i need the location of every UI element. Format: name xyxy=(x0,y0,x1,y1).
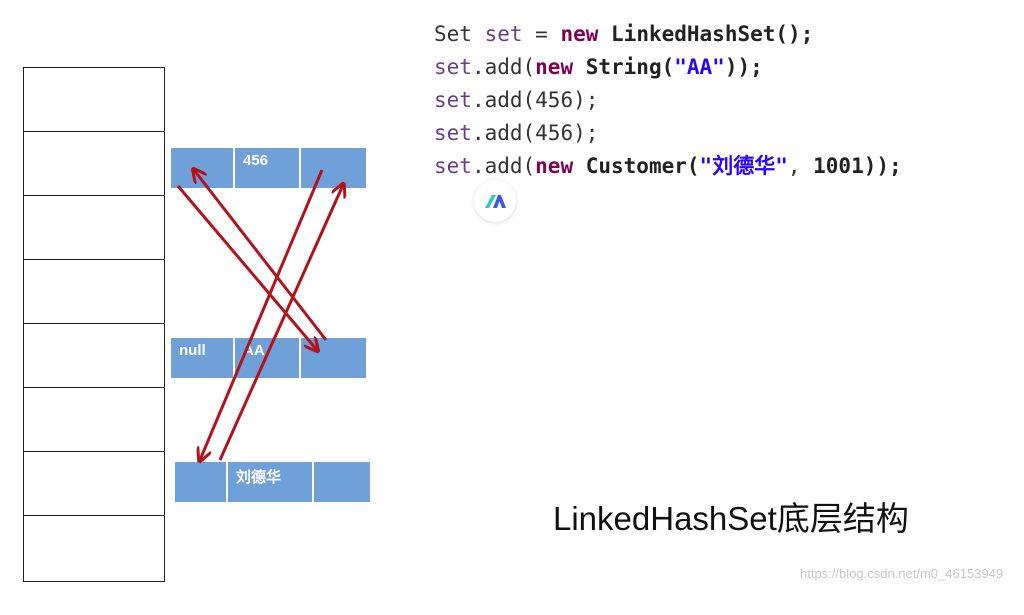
code-line: set.add(456); xyxy=(434,84,902,117)
table-slot xyxy=(24,132,164,196)
code-token: set xyxy=(434,55,472,79)
assistant-icon xyxy=(485,195,506,208)
table-slot xyxy=(24,388,164,452)
code-token: )); xyxy=(724,55,763,79)
code-token: ( xyxy=(661,55,675,79)
code-token: String xyxy=(585,55,662,79)
code-token: new xyxy=(535,154,586,178)
code-token: ( xyxy=(686,154,700,178)
code-token: set xyxy=(434,121,472,145)
code-line: set.add(new Customer("刘德华", 1001)); xyxy=(434,150,902,183)
code-line: set.add(new String("AA")); xyxy=(434,51,902,84)
code-token: )); xyxy=(863,154,902,178)
arrow-aa-to-liudehua xyxy=(200,169,324,460)
table-slot xyxy=(24,260,164,324)
code-token: (); xyxy=(775,22,814,46)
hash-table xyxy=(23,67,165,582)
code-token: set xyxy=(434,154,472,178)
code-token: LinkedHashSet xyxy=(611,22,776,46)
node-after-cell xyxy=(314,462,370,502)
table-slot xyxy=(24,68,164,132)
code-token: "AA" xyxy=(674,55,725,79)
arrow-liudehua-to-aa xyxy=(218,185,343,461)
code-token: Set xyxy=(434,22,485,46)
code-block: Set set = new LinkedHashSet();set.add(ne… xyxy=(434,18,902,183)
code-token: .add( xyxy=(471,154,536,178)
code-token: new xyxy=(535,55,586,79)
node-before-cell xyxy=(175,462,228,502)
assistant-badge[interactable] xyxy=(474,180,516,222)
watermark: https://blog.csdn.net/m0_46153949 xyxy=(800,566,1004,581)
arrow-456-to-aa xyxy=(176,185,317,350)
code-line: set.add(456); xyxy=(434,117,902,150)
code-token: Customer xyxy=(585,154,687,178)
node-value-cell: 456 xyxy=(235,148,301,188)
table-slot xyxy=(24,324,164,388)
node-liudehua: 刘德华 xyxy=(175,462,370,502)
code-token: set xyxy=(434,88,472,112)
code-token: new xyxy=(560,22,612,46)
code-token: .add(456); xyxy=(471,88,599,112)
code-token: .add( xyxy=(471,55,536,79)
node-value-cell: AA xyxy=(235,338,301,378)
node-value-cell: 刘德华 xyxy=(228,462,314,502)
code-token: .add(456); xyxy=(471,121,599,145)
table-slot xyxy=(24,196,164,260)
code-token: = xyxy=(522,22,561,46)
code-token: 1001 xyxy=(813,154,864,178)
table-slot xyxy=(24,452,164,516)
diagram-caption: LinkedHashSet底层结构 xyxy=(553,500,909,537)
code-token: set xyxy=(484,22,523,46)
arrow-aa-to-456 xyxy=(194,170,328,341)
code-token: , xyxy=(787,154,814,178)
code-line: Set set = new LinkedHashSet(); xyxy=(434,18,902,51)
code-token: "刘德华" xyxy=(699,154,788,178)
node-before-cell: null xyxy=(171,338,235,378)
node-aa: null AA xyxy=(171,338,366,378)
